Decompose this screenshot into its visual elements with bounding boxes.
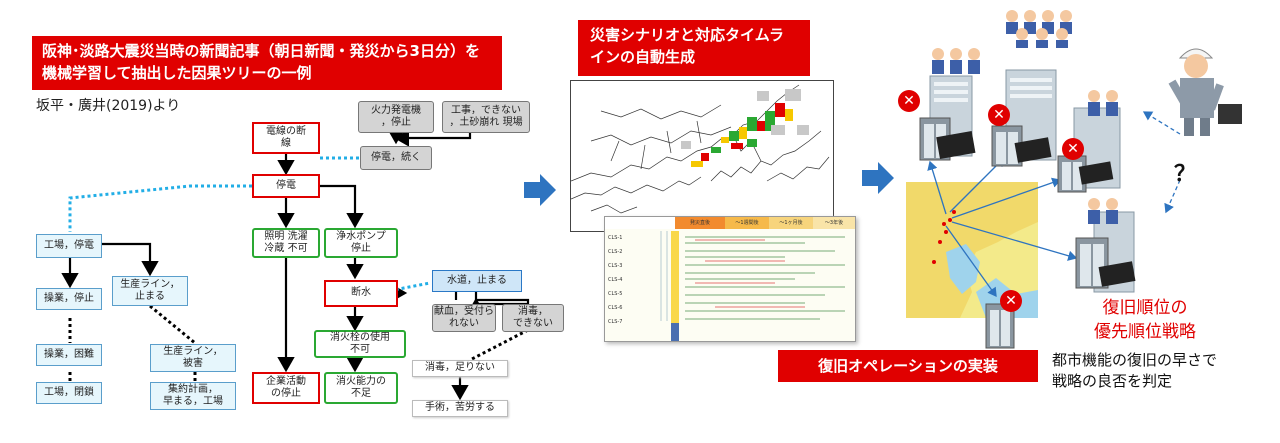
timeline-row-2: CLS-2	[608, 249, 623, 255]
judgement-label: 都市機能の復旧の早さで 戦略の良否を判定	[1052, 351, 1218, 390]
factory-outage-node: 工場，停電	[36, 234, 102, 258]
failure-icon: ✕	[898, 90, 920, 112]
citation: 坂平・廣井(2019)より	[36, 98, 181, 114]
disinfect-short-node: 消毒，足りない	[412, 360, 508, 377]
production-line-stop-node: 生産ライン， 止まる	[112, 276, 188, 306]
failure-icon: ✕	[1000, 290, 1022, 312]
power-line-node: 電線の断 線	[252, 122, 320, 154]
timeline-row-6: CLS-6	[608, 305, 623, 311]
outage-continues-node: 停電，続く	[360, 146, 432, 170]
scenario-title: 災害シナリオと対応タイムラインの自動生成	[578, 20, 810, 76]
causal-tree-title: 阪神･淡路大震災当時の新聞記事（朝日新聞・発災から3日分）を機械学習して抽出した…	[32, 36, 502, 90]
business-stop-node: 企業活動 の停止	[252, 372, 320, 404]
timeline-row-1: CLS-1	[608, 235, 623, 241]
operation-difficult-node: 操業，困難	[36, 344, 102, 366]
timeline-header-1: 発災直後	[675, 217, 725, 229]
blood-donation-node: 献血，受付ら れない	[432, 304, 496, 332]
surgery-node: 手術，苦労する	[412, 400, 508, 417]
strategy-label: 復旧順位の 優先順位戦略	[1094, 298, 1196, 342]
water-stops-node: 水道，止まる	[432, 270, 522, 292]
water-cut-node: 断水	[324, 280, 398, 307]
thermal-plant-node: 火力発電機 ，停止	[358, 101, 434, 133]
outage-node: 停電	[252, 174, 320, 198]
response-timeline-table: 発災直後 〜1週間後 〜1ヶ月後 〜3年後 CLS-1 CLS-2 CLS-3 …	[604, 216, 856, 342]
firefight-node: 消火能力の 不足	[324, 372, 398, 404]
timeline-header-3: 〜1ヶ月後	[769, 217, 813, 229]
failure-icon: ✕	[988, 104, 1010, 126]
japan-hazard-map	[570, 80, 834, 232]
disinfect-cannot-node: 消毒， できない	[502, 304, 564, 332]
water-pump-node: 浄水ポンプ 停止	[324, 228, 398, 258]
operation-stop-node: 操業，停止	[36, 288, 102, 310]
timeline-row-7: CLS-7	[608, 319, 623, 325]
construction-node: 工事，できない ，土砂崩れ 現場	[442, 101, 530, 133]
hydrant-node: 消火栓の使用 不可	[314, 330, 406, 358]
failure-icon: ✕	[1062, 138, 1084, 160]
timeline-row-3: CLS-3	[608, 263, 623, 269]
question-mark: ？	[1174, 162, 1197, 187]
timeline-header-2: 〜1週間後	[725, 217, 769, 229]
consolidation-node: 集約計画， 早まる，工場	[150, 382, 236, 410]
production-line-damage-node: 生産ライン， 被害	[150, 344, 236, 372]
timeline-row-5: CLS-5	[608, 291, 623, 297]
timeline-header-4: 〜3年後	[813, 217, 855, 229]
factory-closed-node: 工場，閉鎖	[36, 382, 102, 404]
lighting-node: 照明 洗濯 冷蔵 不可	[252, 228, 320, 258]
operation-title: 復旧オペレーションの実装	[778, 350, 1038, 382]
timeline-row-4: CLS-4	[608, 277, 623, 283]
